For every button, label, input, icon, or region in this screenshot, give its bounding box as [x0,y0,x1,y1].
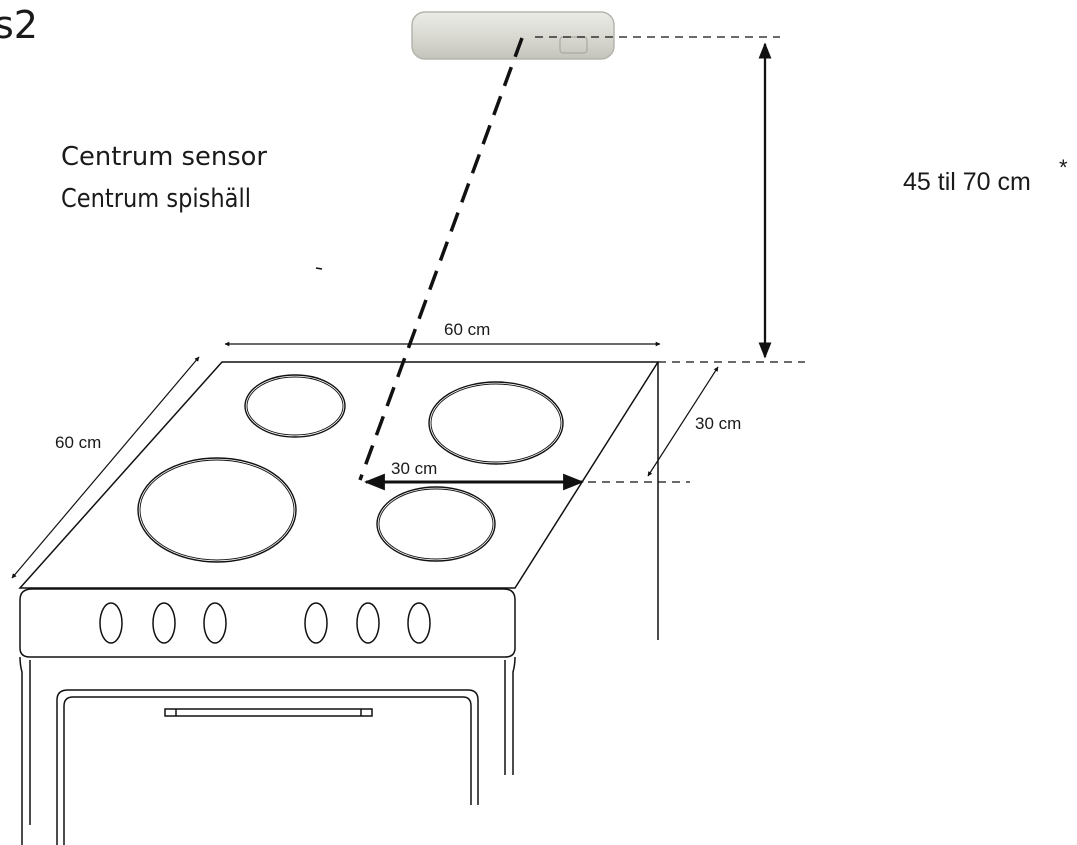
depth-label: 60 cm [55,433,101,452]
width-label: 60 cm [444,320,490,339]
burner-front-right [376,486,496,562]
burners [137,374,564,563]
legend-sensor-center: Centrum sensor [61,142,267,172]
burner-front-left [137,457,297,563]
legend-hob-center: Centrum spishäll [61,184,251,214]
sensor-to-center-line [358,37,524,481]
center-depth-label: 30 cm [695,414,741,433]
height-dimension [535,36,805,363]
burner-back-right [428,381,564,465]
center-width-label: 30 cm [391,459,437,478]
corner-label: s2 [0,3,38,47]
stove [18,361,660,845]
height-asterisk: * [1059,155,1068,180]
height-label: 45 til 70 cm [903,168,1031,196]
stray-mark [315,267,323,270]
center-depth-dimension [647,366,719,477]
sensor-device [411,11,615,60]
burner-back-left [244,374,346,438]
depth-dimension [11,356,200,579]
